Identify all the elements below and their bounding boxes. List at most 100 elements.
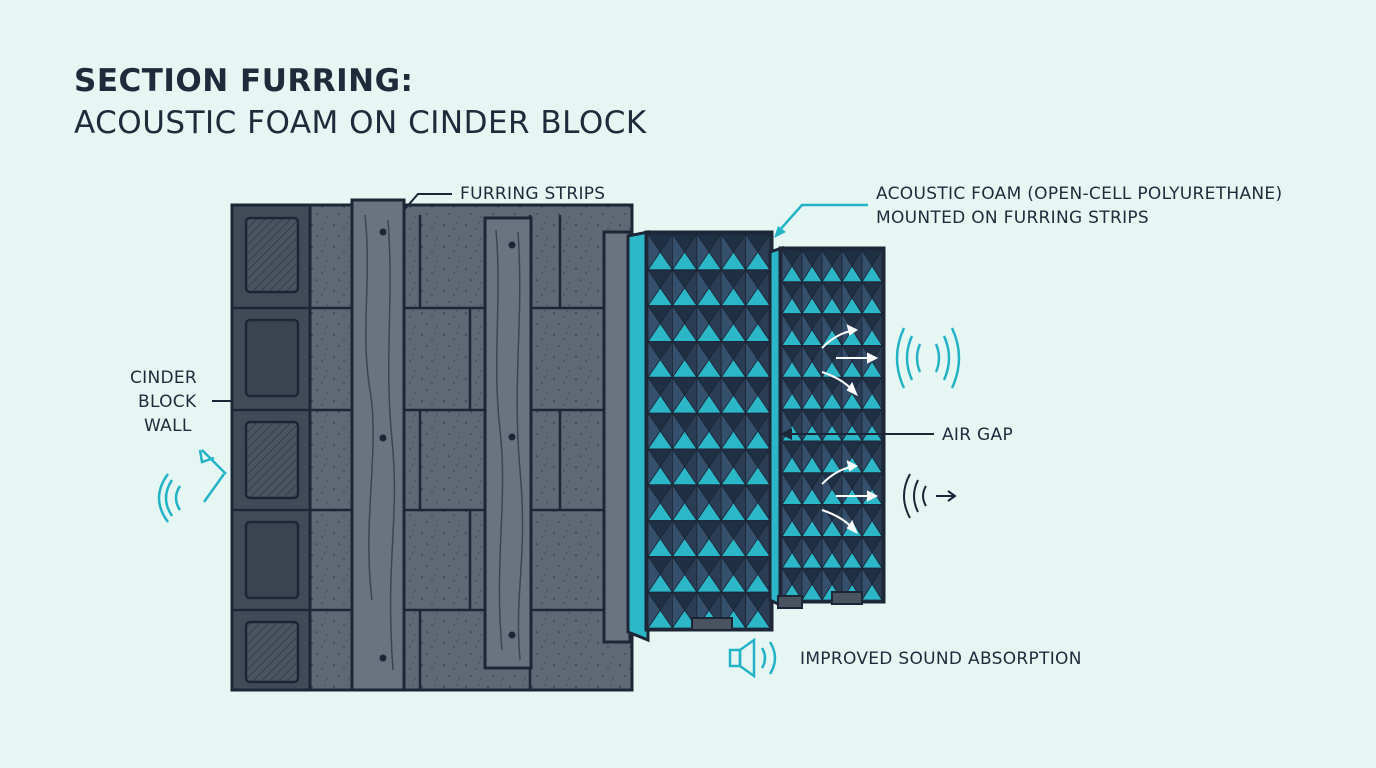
title-line-2: ACOUSTIC FOAM ON CINDER BLOCK [74, 105, 647, 141]
cinder-label-line-2: BLOCK [138, 392, 197, 412]
foam-pyramid-face [821, 534, 833, 570]
foam-pyramid-face [672, 232, 686, 272]
foam-label-line-2: MOUNTED ON FURRING STRIPS [876, 208, 1150, 228]
foam-pyramid-face [647, 375, 661, 415]
foam-pyramid-face [696, 375, 710, 415]
foam-pyramid-face [745, 340, 759, 379]
foam-pyramid-face [841, 312, 853, 347]
foam-pyramid-face [861, 407, 873, 443]
foam-pyramid-face [861, 534, 873, 570]
foam-pyramid-face [821, 248, 833, 284]
foam-pyramid-face [861, 439, 873, 475]
air-gap-arrow-icon [780, 428, 792, 440]
foam-pyramid-face [672, 590, 686, 630]
foam-pyramid-face [801, 566, 813, 602]
cinder-label-line-3: WALL [144, 416, 192, 436]
foam-pyramid-face [821, 566, 833, 602]
furring-strip-2 [483, 216, 533, 670]
foam-pyramid-face [647, 304, 661, 343]
foam-pyramid-face [720, 555, 734, 594]
acoustic-foam-panel-1 [626, 230, 774, 643]
foam-pyramid-face [801, 407, 813, 443]
foam-pyramid-face [745, 519, 759, 558]
foam-pyramid-face [801, 248, 813, 284]
foam-pyramid-face [745, 590, 759, 630]
foam-pyramid-face [821, 280, 833, 316]
reduced-sound-wave-icon [903, 473, 957, 519]
foam-pyramid-face [720, 232, 734, 272]
foam-pyramid-face [781, 375, 793, 411]
foam-pyramid-face [745, 375, 759, 415]
foam-pyramid-face [647, 519, 661, 558]
foam-pyramid-face [720, 483, 734, 522]
foam-pyramid-face [647, 411, 661, 451]
diagram-title: SECTION FURRING: ACOUSTIC FOAM ON CINDER… [74, 60, 647, 144]
foam-pyramid-face [821, 375, 833, 411]
foam-pyramid-face [696, 519, 710, 558]
foam-pyramid-face [801, 280, 813, 316]
foam-pyramid-face [672, 411, 686, 451]
foam-pyramid-face [781, 344, 793, 379]
foam-leader [777, 203, 868, 233]
foam-pyramid-face [696, 411, 710, 451]
foam-pyramid-face [647, 340, 661, 379]
acoustic-foam-panel-2 [768, 245, 886, 609]
furring-strips-label: FURRING STRIPS [460, 184, 606, 204]
foam-pyramid-face [696, 304, 710, 343]
foam-pyramid-face [672, 447, 686, 487]
foam-label-line-1: ACOUSTIC FOAM (OPEN-CELL POLYURETHANE) [876, 184, 1283, 204]
foam-pyramid-face [720, 447, 734, 487]
air-gap-label: AIR GAP [942, 425, 1014, 445]
foam-pyramid-face [861, 248, 873, 284]
foam-pyramid-face [745, 447, 759, 487]
foam-pyramid-face [672, 555, 686, 594]
foam-pyramid-face [781, 248, 793, 284]
absorbed-sound-wave-icon [895, 327, 961, 389]
foam-pyramid-face [647, 447, 661, 487]
improved-absorption-label: IMPROVED SOUND ABSORPTION [800, 649, 1082, 669]
foam-pyramid-face [720, 268, 734, 307]
foam-pyramid-face [745, 483, 759, 522]
foam-pyramid-face [720, 340, 734, 379]
foam-pyramid-face [821, 439, 833, 475]
foam-pyramid-face [801, 375, 813, 411]
foam-pyramid-face [696, 447, 710, 487]
title-line-1: SECTION FURRING: [74, 63, 414, 99]
foam-pyramid-face [781, 439, 793, 475]
foam-pyramid-face [841, 248, 853, 284]
foam-pyramid-face [696, 483, 710, 522]
foam-pyramid-face [696, 268, 710, 307]
incident-sound-wave-icon [157, 449, 227, 523]
foam-pyramid-face [696, 232, 710, 272]
foam-pyramid-face [801, 312, 813, 347]
foam-pyramid-face [672, 483, 686, 522]
furring-strips-leader [403, 193, 452, 211]
foam-pyramid-face [781, 503, 793, 538]
foam-pyramid-face [841, 280, 853, 316]
foam-pyramid-face [696, 555, 710, 594]
furring-strip-3 [602, 230, 632, 644]
foam-pyramid-face [745, 304, 759, 343]
foam-pyramid-face [861, 312, 873, 347]
foam-pyramid-face [745, 555, 759, 594]
speaker-icon [728, 637, 777, 679]
foam-pyramid-face [841, 407, 853, 443]
foam-pyramid-face [781, 566, 793, 602]
foam-pyramid-face [841, 439, 853, 475]
foam-pyramid-face [720, 304, 734, 343]
foam-pyramid-face [672, 340, 686, 379]
foam-pyramid-face [720, 519, 734, 558]
foam-pyramid-face [647, 555, 661, 594]
sound-reflection-arrows [821, 324, 879, 535]
foam-pyramid-face [745, 232, 759, 272]
foam-pyramid-face [861, 375, 873, 411]
foam-pyramid-face [861, 280, 873, 316]
foam-pyramid-face [781, 471, 793, 506]
foam-pyramid-face [861, 503, 873, 538]
foam-pyramid-face [745, 411, 759, 451]
foam-pyramid-face [720, 375, 734, 415]
foam-pyramid-face [781, 280, 793, 316]
foam-pyramid-face [841, 344, 853, 379]
cinder-label-line-1: CINDER [130, 368, 198, 388]
